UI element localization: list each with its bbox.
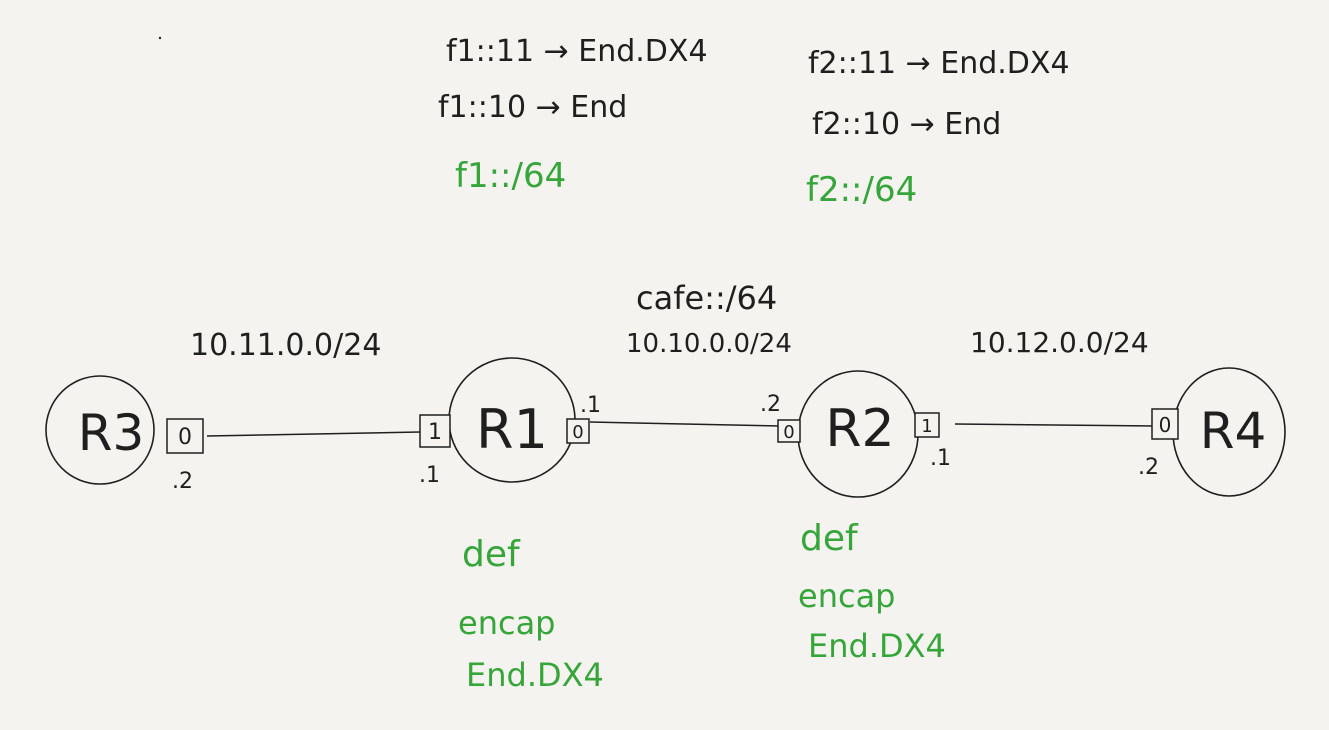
r1-sid-locator: f1::/64 bbox=[455, 156, 566, 196]
host-r2-1: .1 bbox=[930, 446, 951, 471]
r2-config-def: def bbox=[800, 518, 859, 559]
router-r3: R3 bbox=[45, 375, 155, 485]
port-r1-1: 1 bbox=[419, 414, 451, 448]
r1-config-def: def bbox=[462, 534, 521, 575]
router-r3-label: R3 bbox=[78, 404, 145, 462]
port-r1-0-label: 0 bbox=[572, 422, 583, 443]
r1-config-encap: encap bbox=[458, 604, 555, 642]
r1-sid-fdx4: f1::11 → End.DX4 bbox=[446, 34, 708, 69]
r1-sid-end: f1::10 → End bbox=[438, 90, 627, 125]
port-r2-0: 0 bbox=[777, 419, 801, 443]
host-r4-0: .2 bbox=[1138, 455, 1159, 480]
port-r2-1: 1 bbox=[914, 412, 940, 438]
router-r4-label: R4 bbox=[1200, 402, 1267, 460]
port-r3-0-box bbox=[166, 418, 204, 454]
host-r2-0: .2 bbox=[760, 392, 781, 417]
r1-sid-list: f1::11 → End.DX4 f1::10 → End f1::/64 bbox=[438, 34, 708, 196]
port-r1-0-box bbox=[566, 418, 590, 444]
subnet-left: 10.11.0.0/24 bbox=[190, 328, 381, 363]
stray-dot bbox=[158, 36, 162, 40]
port-r1-0: 0 bbox=[566, 418, 590, 444]
r2-sid-list: f2::11 → End.DX4 f2::10 → End f2::/64 bbox=[806, 46, 1070, 210]
router-r1-label: R1 bbox=[476, 398, 548, 461]
host-r1-1: .1 bbox=[419, 463, 440, 488]
r2-config-encap: encap bbox=[798, 577, 895, 615]
r1-config: def encap End.DX4 bbox=[458, 534, 604, 694]
r1-config-action: End.DX4 bbox=[466, 656, 604, 694]
router-r2: R2 bbox=[797, 370, 919, 498]
port-r2-0-box bbox=[777, 419, 801, 443]
port-r1-1-box bbox=[419, 414, 451, 448]
port-r2-1-label: 1 bbox=[921, 416, 932, 437]
r2-sid-end: f2::10 → End bbox=[812, 107, 1001, 142]
router-r2-label: R2 bbox=[825, 399, 894, 459]
r2-sid-locator: f2::/64 bbox=[806, 170, 917, 210]
router-r4: R4 bbox=[1172, 367, 1286, 497]
port-r4-0-box bbox=[1151, 408, 1179, 440]
router-r1: R1 bbox=[448, 357, 576, 483]
r2-config-action: End.DX4 bbox=[808, 627, 946, 665]
link-r3-r1 bbox=[206, 431, 421, 437]
link-r1-r2 bbox=[589, 421, 781, 427]
port-r2-1-box bbox=[914, 412, 940, 438]
subnet-right: 10.12.0.0/24 bbox=[970, 326, 1149, 359]
subnet-middle-v4: 10.10.0.0/24 bbox=[626, 329, 792, 359]
port-r4-0-label: 0 bbox=[1159, 413, 1172, 437]
host-r1-0: .1 bbox=[580, 393, 601, 418]
link-r2-r4 bbox=[954, 423, 1154, 427]
subnet-middle-v6: cafe::/64 bbox=[636, 279, 777, 317]
host-r3-0: .2 bbox=[172, 469, 193, 494]
router-r3-ring bbox=[45, 375, 155, 485]
port-r3-0-label: 0 bbox=[178, 425, 192, 450]
port-r2-0-label: 0 bbox=[783, 422, 794, 443]
r2-sid-fdx4: f2::11 → End.DX4 bbox=[808, 46, 1070, 81]
port-r4-0: 0 bbox=[1151, 408, 1179, 440]
r2-config: def encap End.DX4 bbox=[798, 518, 946, 665]
port-r1-1-label: 1 bbox=[428, 420, 442, 445]
port-r3-0: 0 bbox=[166, 418, 204, 454]
